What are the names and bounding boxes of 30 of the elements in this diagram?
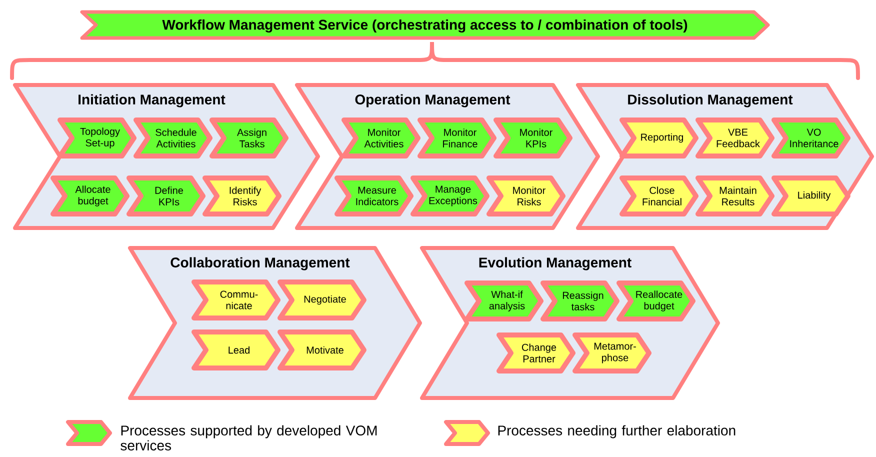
process-step: VO Inheritance [772,118,850,158]
process-step: Negotiate [278,280,366,320]
legend-text: Processes needing further elaboration [498,425,736,438]
process-step: Define KPIs [126,176,206,216]
process-step: Allocate budget [50,176,130,216]
process-step: Liability [772,176,850,216]
process-step: Schedule Activities [134,118,212,158]
process-step: Reporting [620,118,698,158]
process-step: Monitor Activities [342,118,420,158]
process-step: VBE Feedback [696,118,774,158]
process-step: Manage Exceptions [410,176,490,216]
process-step: Monitor Finance [418,118,496,158]
process-step: Motivate [278,330,366,370]
process-step: Metamor- phose [572,332,652,374]
process-step: Measure Indicators [334,176,414,216]
process-step: Commu- nicate [192,280,280,320]
process-step: Topology Set-up [58,118,136,158]
process-step: Monitor Risks [486,176,566,216]
legend-text: Processes supported by developed VOM services [120,425,377,450]
service-banner: Workflow Management Service (orchestrating access to / combination of tools) [80,10,770,40]
process-step: What-if analysis [464,280,544,322]
process-step: Reassign tasks [540,280,620,322]
process-step: Lead [192,330,280,370]
process-step: Reallocate budget [616,280,696,322]
process-step: Monitor KPIs [494,118,572,158]
process-step: Assign Tasks [210,118,288,158]
process-step: Change Partner [496,332,576,374]
process-step: Close Financial [620,176,698,216]
process-step: Identify Risks [202,176,282,216]
process-step: Maintain Results [696,176,774,216]
